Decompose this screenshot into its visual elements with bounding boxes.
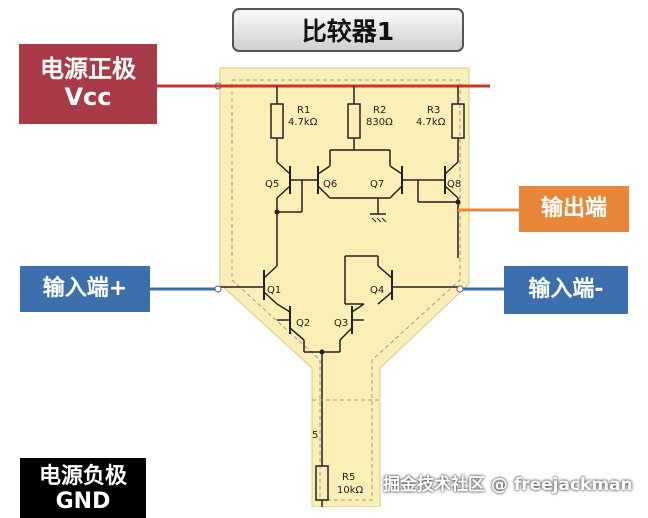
vcc-label: 电源正极 Vcc xyxy=(19,44,157,124)
r1-label: R1 xyxy=(297,105,310,116)
gnd-label-line1: 电源负极 xyxy=(38,464,127,489)
q7-label: Q7 xyxy=(370,179,384,190)
r3-label: R3 xyxy=(427,105,440,116)
transistor-q7 xyxy=(389,165,414,199)
transistor-q6 xyxy=(302,165,331,199)
side-mark: 5 xyxy=(312,430,318,441)
output-label: 输出端 xyxy=(519,186,629,232)
transistor-q5 xyxy=(276,150,302,199)
watermark: 掘金技术社区 @ freejackman xyxy=(383,475,633,495)
r2-value: 830Ω xyxy=(366,117,393,128)
r2-label: R2 xyxy=(373,105,386,116)
gnd-label-line2: GND xyxy=(55,489,111,515)
transistor-q1 xyxy=(218,265,278,305)
input-minus-label: 输入端- xyxy=(504,266,628,314)
vcc-label-line1: 电源正极 xyxy=(40,55,136,84)
transistor-q2 xyxy=(276,303,305,341)
q5-label: Q5 xyxy=(265,179,279,190)
r5-value: 10kΩ xyxy=(337,485,364,496)
q2-label: Q2 xyxy=(296,318,310,329)
vcc-label-line2: Vcc xyxy=(64,83,112,111)
transistor-q8 xyxy=(432,150,459,199)
q6-label: Q6 xyxy=(323,179,337,190)
r5-label: R5 xyxy=(342,472,355,483)
transistor-q3 xyxy=(339,303,365,341)
circuit-svg: R1 4.7kΩ R2 830Ω R3 4.7kΩ Q5 xyxy=(150,67,519,508)
q1-label: Q1 xyxy=(267,285,281,296)
q3-label: Q3 xyxy=(334,318,348,329)
r3-value: 4.7kΩ xyxy=(416,117,446,128)
q4-label: Q4 xyxy=(370,285,384,296)
page-title: 比较器1 xyxy=(232,8,464,52)
q8-label: Q8 xyxy=(447,179,461,190)
r1-value: 4.7kΩ xyxy=(288,117,318,128)
transistor-q4 xyxy=(377,265,460,305)
chip-dashed-outline xyxy=(231,79,461,501)
comparator-diagram: R1 4.7kΩ R2 830Ω R3 4.7kΩ Q5 xyxy=(19,8,633,518)
input-plus-label: 输入端+ xyxy=(20,266,150,312)
gnd-label: 电源负极 GND xyxy=(20,458,146,518)
